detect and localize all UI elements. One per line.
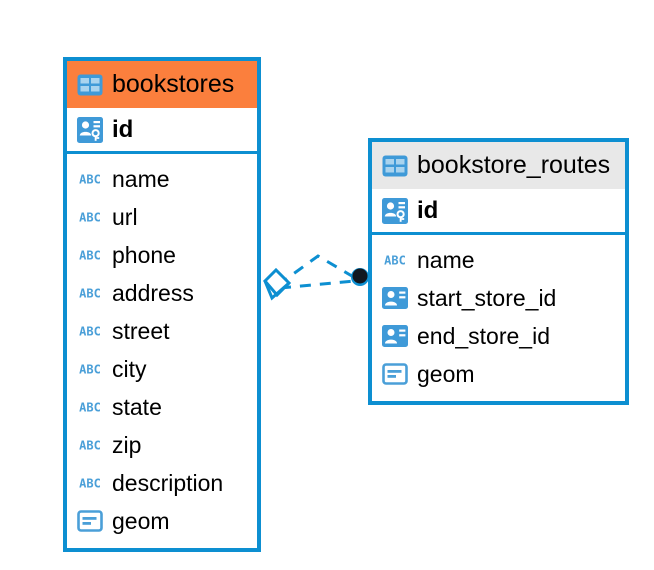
svg-text:ABC: ABC [79,325,101,339]
field-row-zip[interactable]: ABC zip [67,426,257,464]
svg-text:ABC: ABC [384,254,406,268]
filled-circle-endpoint [351,268,369,286]
relationship-edge-lower [279,279,356,290]
text-type-icon: ABC [77,475,103,491]
foreign-key-icon [382,287,408,309]
text-type-icon: ABC [77,209,103,225]
field-row-phone[interactable]: ABC phone [67,236,257,274]
svg-text:ABC: ABC [79,249,101,263]
field-label: name [112,165,170,192]
field-list-bookstores: ABC name ABC url ABC p [67,154,257,548]
svg-text:ABC: ABC [79,173,101,187]
text-type-icon: ABC [77,323,103,339]
field-row-geom[interactable]: geom [372,355,625,393]
entity-header-bookstore-routes[interactable]: bookstore_routes [372,142,625,189]
svg-text:ABC: ABC [79,401,101,415]
field-label: address [112,279,194,306]
field-row-name[interactable]: ABC name [67,160,257,198]
field-row-end-store-id[interactable]: end_store_id [372,317,625,355]
field-list-bookstore-routes: ABC name start_store_id [372,235,625,401]
field-row-url[interactable]: ABC url [67,198,257,236]
field-label: state [112,393,162,420]
field-row-primary-key[interactable]: id [67,108,257,154]
field-row-address[interactable]: ABC address [67,274,257,312]
field-label: description [112,469,224,496]
text-type-icon: ABC [77,171,103,187]
svg-text:ABC: ABC [79,477,101,491]
geometry-type-icon [77,510,103,532]
field-label: url [112,203,138,230]
svg-text:ABC: ABC [79,211,101,225]
field-row-state[interactable]: ABC state [67,388,257,426]
field-label: start_store_id [417,284,557,311]
svg-text:ABC: ABC [79,439,101,453]
text-type-icon: ABC [77,285,103,301]
field-label: geom [112,507,170,534]
field-label: phone [112,241,176,268]
field-row-primary-key[interactable]: id [372,189,625,235]
svg-text:ABC: ABC [79,363,101,377]
text-type-icon: ABC [382,252,408,268]
entity-bookstore-routes[interactable]: bookstore_routes id [368,138,629,405]
field-label: zip [112,431,142,458]
geometry-type-icon [382,363,408,385]
table-icon [382,155,408,177]
field-label: id [112,115,134,143]
field-row-street[interactable]: ABC street [67,312,257,350]
field-label: geom [417,360,475,387]
field-row-city[interactable]: ABC city [67,350,257,388]
field-label: city [112,355,147,382]
field-label: street [112,317,170,344]
svg-text:ABC: ABC [79,287,101,301]
table-icon [77,74,103,96]
text-type-icon: ABC [77,399,103,415]
entity-header-bookstores[interactable]: bookstores [67,61,257,108]
primary-key-icon [382,197,408,224]
field-row-description[interactable]: ABC description [67,464,257,502]
diamond-endpoint [262,267,292,301]
primary-key-icon [77,116,103,143]
entity-title: bookstores [112,70,235,98]
field-row-start-store-id[interactable]: start_store_id [372,279,625,317]
field-row-geom[interactable]: geom [67,502,257,540]
field-label: name [417,246,475,273]
foreign-key-icon [382,325,408,347]
field-label: id [417,196,439,224]
relationship-edge-upper [277,254,358,287]
text-type-icon: ABC [77,247,103,263]
text-type-icon: ABC [77,361,103,377]
field-row-name[interactable]: ABC name [372,241,625,279]
text-type-icon: ABC [77,437,103,453]
field-label: end_store_id [417,322,550,349]
entity-title: bookstore_routes [417,151,611,179]
entity-bookstores[interactable]: bookstores id [63,57,261,552]
